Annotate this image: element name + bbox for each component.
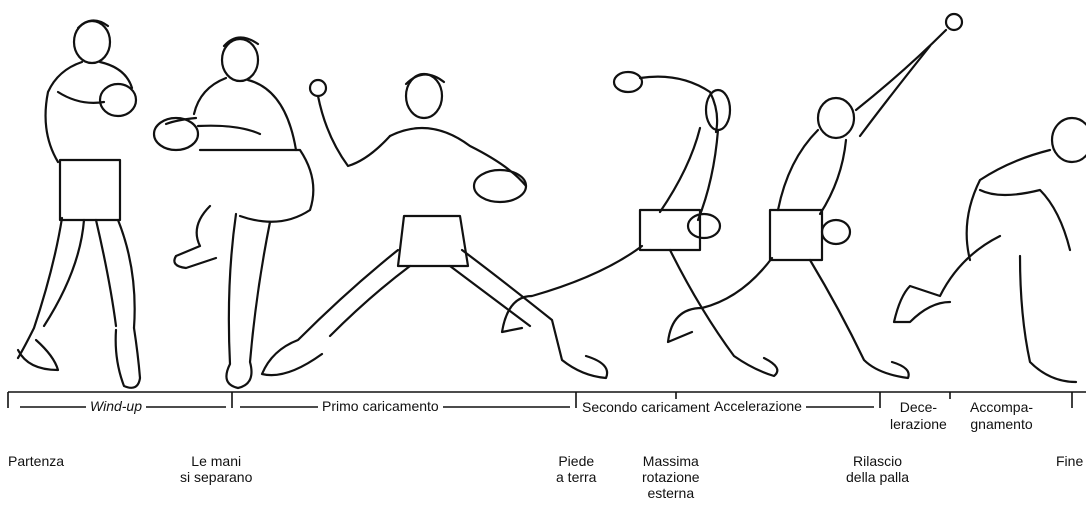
phase-label-wind-up: Wind-up (86, 399, 146, 414)
event-label-end: Fine (1056, 453, 1083, 469)
phase-label-second-cocking: Secondo caricamento (578, 399, 721, 416)
pitcher-figure-follow-through (894, 118, 1086, 382)
event-label-ball-release: Rilascio della palla (846, 453, 909, 485)
event-label-foot-contact: Piede a terra (556, 453, 596, 485)
event-label-start: Partenza (8, 453, 64, 469)
pitcher-figure-second-cocking (502, 72, 777, 376)
phase-label-deceleration: Dece- lerazione (886, 399, 951, 433)
event-label-hands-separate: Le mani si separano (180, 453, 252, 485)
phase-label-first-cocking: Primo caricamento (318, 399, 443, 414)
pitcher-figure-hands-separate (154, 37, 313, 388)
phase-label-acceleration: Accelerazione (710, 399, 806, 414)
event-label-max-external-rotation: Massima rotazione esterna (642, 453, 700, 501)
pitcher-figure-first-cocking (262, 74, 607, 378)
phase-label-follow-through: Accompa- gnamento (966, 399, 1037, 433)
pitcher-figure-start (18, 20, 140, 387)
